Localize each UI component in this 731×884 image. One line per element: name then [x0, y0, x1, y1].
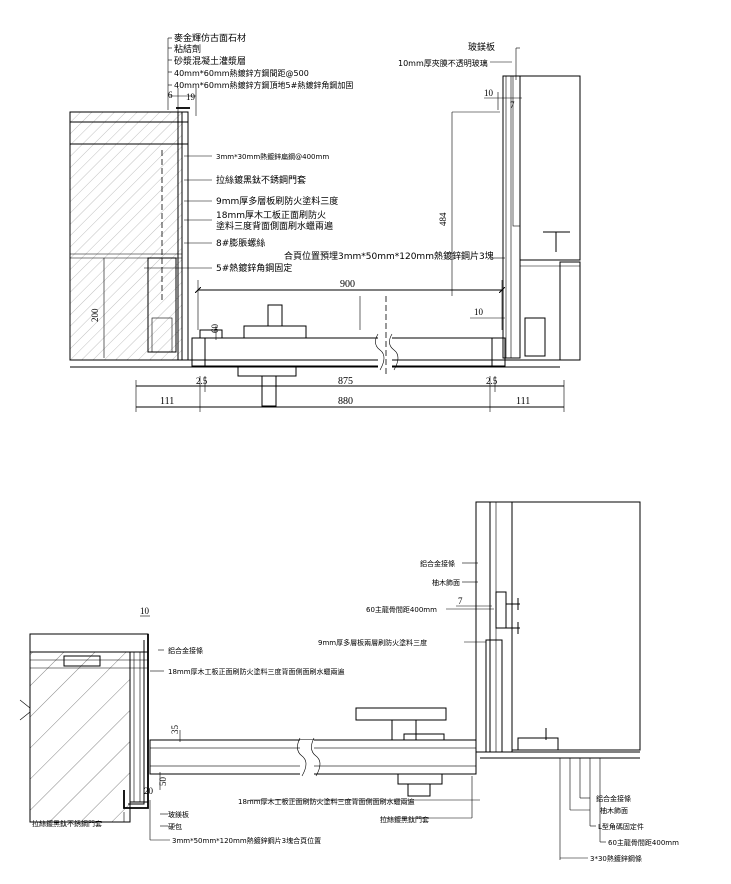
dim-19: 19: [186, 92, 196, 102]
label-door-frame-left: 拉絲鍍黑鈦不銹鋼門套: [32, 819, 102, 828]
label-laminated-glass: 10mm厚夾膜不透明玻璃: [398, 58, 488, 68]
label-steel-reinforce: 40mm*60mm熱鍍鋅方鋼頂地5#熱鍍鋅角鋼加固: [174, 80, 353, 90]
label-alu-strip-bottom: 鋁合金接條: [596, 794, 631, 803]
label-soft-pack: 硬包: [168, 822, 182, 831]
door-leaf: [204, 337, 493, 367]
dim-10-right: 10: [474, 307, 484, 317]
dim-2-5-right: 2.5: [486, 376, 498, 386]
bottom-detail-labels: 鋁合金接條 柚木飾面 60主龍骨間距400mm 9mm厚多層板兩層刷防火塗料三度…: [32, 559, 679, 863]
label-steel-strip: 3*30熱鍍鋅鋼條: [590, 854, 642, 863]
dim-10-top: 10: [484, 88, 494, 98]
label-blockboard-bottom: 18mm厚木工板正面刷防火塗料三度背面側面刷水蠟兩遍: [238, 797, 415, 806]
label-blockboard-18mm-2: 塗料三度背面側面刷水蠟兩遍: [216, 220, 333, 232]
dim-7: 7: [510, 100, 515, 110]
label-door-frame-bottom: 拉絲鍍黑鈦門套: [380, 815, 429, 824]
label-plywood-9mm: 9mm厚多層板刷防火塗料三度: [216, 195, 338, 207]
label-mgo-board-bottom: 玻鎂板: [168, 810, 189, 819]
dim-111-right: 111: [516, 396, 530, 407]
dim-880: 880: [338, 396, 353, 407]
label-hinge-plates-bottom: 3mm*50mm*120mm熱鍍鋅鋼片3塊合頁位置: [172, 836, 321, 845]
dim-6: 6: [168, 90, 173, 100]
door-handle: [243, 325, 307, 339]
label-grout-layer: 砂漿混凝土灌漿層: [174, 55, 246, 67]
label-adhesive: 粘結劑: [174, 43, 201, 55]
door-handle-bottom: [355, 707, 447, 721]
top-detail-labels: 麥金輝仿古面石材 粘結劑 砂漿混凝土灌漿層 40mm*60mm熱鍍鋅方鋼間距@5…: [90, 32, 530, 407]
dim-50: 50: [158, 777, 168, 787]
dim-60: 60: [210, 324, 220, 334]
label-teak-veneer-top: 柚木飾面: [432, 578, 460, 587]
dim-484: 484: [438, 212, 448, 226]
label-stone-facing: 麥金輝仿古面石材: [174, 32, 246, 44]
top-plan-detail: [69, 37, 581, 412]
dim-2-5-left: 2.5: [196, 376, 208, 386]
dim-111-left: 111: [160, 396, 174, 407]
label-alu-strip-left: 鋁合金接條: [168, 646, 203, 655]
right-jamb: [502, 75, 521, 359]
dim-10-bottom: 10: [140, 606, 150, 616]
label-l-bracket: L型角碼固定件: [598, 822, 644, 831]
right-wall-bottom: [511, 501, 641, 751]
label-blockboard-left: 18mm厚木工板正面刷防火塗料三度背面側面刷水蠟兩遍: [168, 667, 345, 676]
dim-900: 900: [340, 279, 355, 290]
label-expansion-bolt: 8#膨脹螺絲: [216, 237, 265, 249]
dim-20: 20: [144, 786, 154, 796]
dim-35: 35: [170, 725, 180, 735]
dim-875: 875: [338, 376, 353, 387]
label-blockboard-18mm-1: 18mm厚木工板正面刷防火: [216, 209, 326, 221]
label-square-steel: 40mm*60mm熱鍍鋅方鋼間距@500: [174, 68, 309, 78]
label-plywood-two-layer: 9mm厚多層板兩層刷防火塗料三度: [318, 638, 427, 647]
label-angle-steel: 5#熱鍍鋅角鋼固定: [216, 262, 292, 274]
label-flat-steel: 3mm*30mm熱鍍鋅扁鋼@400mm: [216, 152, 329, 161]
bottom-plan-detail: [19, 501, 641, 860]
dim-200: 200: [90, 308, 100, 322]
label-door-frame-steel: 拉絲鍍黑鈦不銹鋼門套: [216, 174, 306, 186]
label-hinge-plates: 合頁位置預埋3mm*50mm*120mm熱鍍鋅鋼片3塊: [284, 250, 494, 262]
label-teak-veneer-bottom: 柚木飾面: [600, 806, 628, 815]
label-alu-strip-top: 鋁合金接條: [420, 559, 455, 568]
label-keel-bottom: 60主龍骨間距400mm: [608, 838, 679, 847]
label-keel-top: 60主龍骨間距400mm: [366, 605, 437, 614]
dim-7-bottom: 7: [458, 596, 463, 606]
label-mgo-board: 玻鎂板: [468, 41, 495, 53]
